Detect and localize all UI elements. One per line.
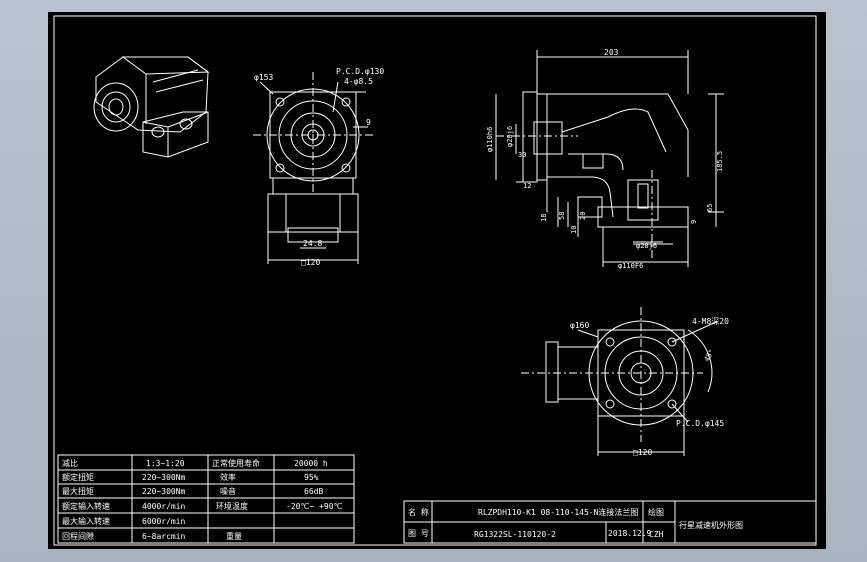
- front-pcd-130: P.C.D.φ130: [336, 67, 384, 76]
- spec-r4-c1: 6000r/min: [142, 517, 186, 526]
- side-dim-65: 65: [706, 204, 714, 212]
- spec-r3-c2: 环境温度: [216, 501, 248, 511]
- bottom-view: [521, 307, 717, 456]
- spec-r1-c3: 95%: [304, 473, 319, 482]
- side-dia-110h6: φ110h6: [486, 127, 494, 152]
- side-dim-30: 30: [518, 151, 526, 159]
- title-date: 2018.12.9: [608, 529, 652, 538]
- bottom-pcd-145: P.C.D.φ145: [676, 419, 724, 428]
- bottom-square-120: □120: [633, 448, 652, 457]
- side-dim-20: 20: [579, 212, 587, 220]
- bottom-holes-m8: 4-M8深20: [692, 317, 729, 326]
- spec-r0-c3: 20000 h: [294, 459, 328, 468]
- side-dia-28j6: φ28j6: [506, 126, 514, 147]
- title-main: 行星减速机外形图: [679, 520, 743, 530]
- spec-r2-c3: 66dB: [304, 487, 323, 496]
- side-dim-58: 58: [558, 212, 566, 220]
- spec-r2-c1: 220~300Nm: [142, 487, 186, 496]
- front-square-120: □120: [301, 258, 320, 267]
- side-dim-10: 10: [570, 226, 578, 234]
- isometric-view: [93, 56, 210, 158]
- spec-r1-c2: 效率: [220, 472, 236, 482]
- spec-r2-c2: 噪音: [220, 486, 236, 496]
- side-dim-185-5: 185.5: [716, 151, 724, 172]
- side-len-203: 203: [604, 48, 619, 57]
- spec-r5-c0: 回程间隙: [62, 531, 94, 541]
- spec-r1-c1: 220~300Nm: [142, 473, 186, 482]
- side-dim-9: 9: [690, 220, 698, 224]
- spec-r0-c2: 正常使用寿命: [212, 458, 260, 468]
- spec-r3-c1: 4000r/min: [142, 502, 186, 511]
- front-dim-24-8: 24.8: [303, 239, 322, 248]
- spec-r5-c1: 6~8arcmin: [142, 532, 186, 541]
- bottom-angle-45: 45°: [703, 348, 716, 363]
- drawing-border: [53, 15, 817, 546]
- spec-r2-c0: 最大扭矩: [62, 486, 94, 496]
- title-drawer: CZH: [649, 530, 664, 539]
- front-dia-153: φ153: [254, 73, 273, 82]
- front-dim-9: 9: [366, 118, 371, 127]
- side-dim-12: 12: [523, 182, 531, 190]
- title-drawn-label: 绘图: [648, 507, 664, 517]
- spec-r4-c0: 最大输入转速: [62, 516, 110, 526]
- spec-r5-c2: 重量: [226, 531, 242, 541]
- spec-r0-c1: 1:3~1:20: [146, 459, 185, 468]
- cad-drawing: φ153 P.C.D.φ130 4-φ8.5 9 24.8 □120: [53, 15, 817, 546]
- spec-r1-c0: 额定扭矩: [62, 472, 94, 482]
- spec-r3-c0: 额定输入转速: [62, 501, 110, 511]
- front-holes: 4-φ8.5: [344, 77, 373, 86]
- spec-table: 减比 1:3~1:20 正常使用寿命 20000 h 额定扭矩 220~300N…: [57, 454, 355, 544]
- title-block: 名 称 RLZPDH110-K1 08-110-145-N连接法兰图 绘图 图 …: [403, 500, 817, 544]
- spec-r0-c0: 减比: [62, 458, 78, 468]
- spec-r3-c3: -20℃~ +90℃: [286, 502, 343, 511]
- title-drawing-no-label: 图 号: [408, 529, 429, 538]
- front-view: [253, 72, 373, 264]
- title-name-value: RLZPDH110-K1 08-110-145-N连接法兰图: [478, 507, 638, 517]
- side-dia-28j6-b: φ28j6: [636, 242, 657, 250]
- side-view: [495, 50, 724, 267]
- bottom-dia-160: φ160: [570, 321, 589, 330]
- side-dim-18: 18: [540, 214, 548, 222]
- side-dia-110f6: φ110F6: [618, 262, 643, 270]
- title-drawing-no-value: RG1322SL-110120-2: [474, 530, 556, 539]
- drawing-canvas: φ153 P.C.D.φ130 4-φ8.5 9 24.8 □120: [48, 12, 826, 549]
- title-name-label: 名 称: [408, 507, 429, 517]
